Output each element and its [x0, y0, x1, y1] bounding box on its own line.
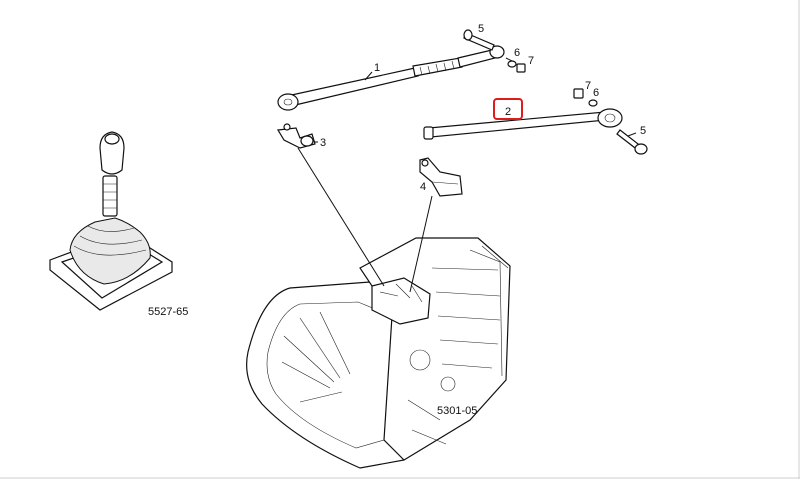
- leader-3-to-gearbox: [297, 147, 385, 287]
- shift-rod-2[interactable]: [423, 108, 623, 140]
- label-part-4: 4: [420, 181, 426, 193]
- gearbox-housing[interactable]: [246, 237, 511, 469]
- nut-6-top[interactable]: [507, 60, 517, 68]
- label-part-6-top: 6: [514, 47, 520, 59]
- shift-rod-1[interactable]: [277, 45, 505, 111]
- bolt-5-right[interactable]: [616, 129, 648, 155]
- label-part-5-right: 5: [640, 125, 646, 137]
- leader-1: [364, 71, 373, 81]
- leader-4-to-gearbox: [409, 195, 433, 293]
- label-part-7-top: 7: [528, 55, 534, 67]
- nut-7-right[interactable]: [573, 88, 584, 99]
- bolt-5-top[interactable]: [463, 29, 495, 51]
- label-part-5-top: 5: [478, 23, 484, 35]
- label-shifter-code: 5527-65: [148, 306, 188, 318]
- label-part-2: 2: [505, 106, 511, 118]
- label-part-7-right: 7: [585, 80, 591, 92]
- nut-7-top[interactable]: [516, 63, 526, 73]
- label-gearbox-code: 5301-05: [437, 405, 477, 417]
- gear-lever-boot[interactable]: [49, 131, 173, 311]
- label-part-6-right: 6: [593, 87, 599, 99]
- bracket-part-3[interactable]: [277, 123, 316, 149]
- bracket-part-4[interactable]: [419, 157, 463, 197]
- highlight-box: [493, 98, 523, 120]
- leader-5-right: [627, 132, 637, 137]
- label-part-1: 1: [374, 62, 380, 74]
- washer-6-right[interactable]: [588, 99, 598, 107]
- label-part-3: 3: [320, 137, 326, 149]
- leader-6-top: [505, 57, 513, 62]
